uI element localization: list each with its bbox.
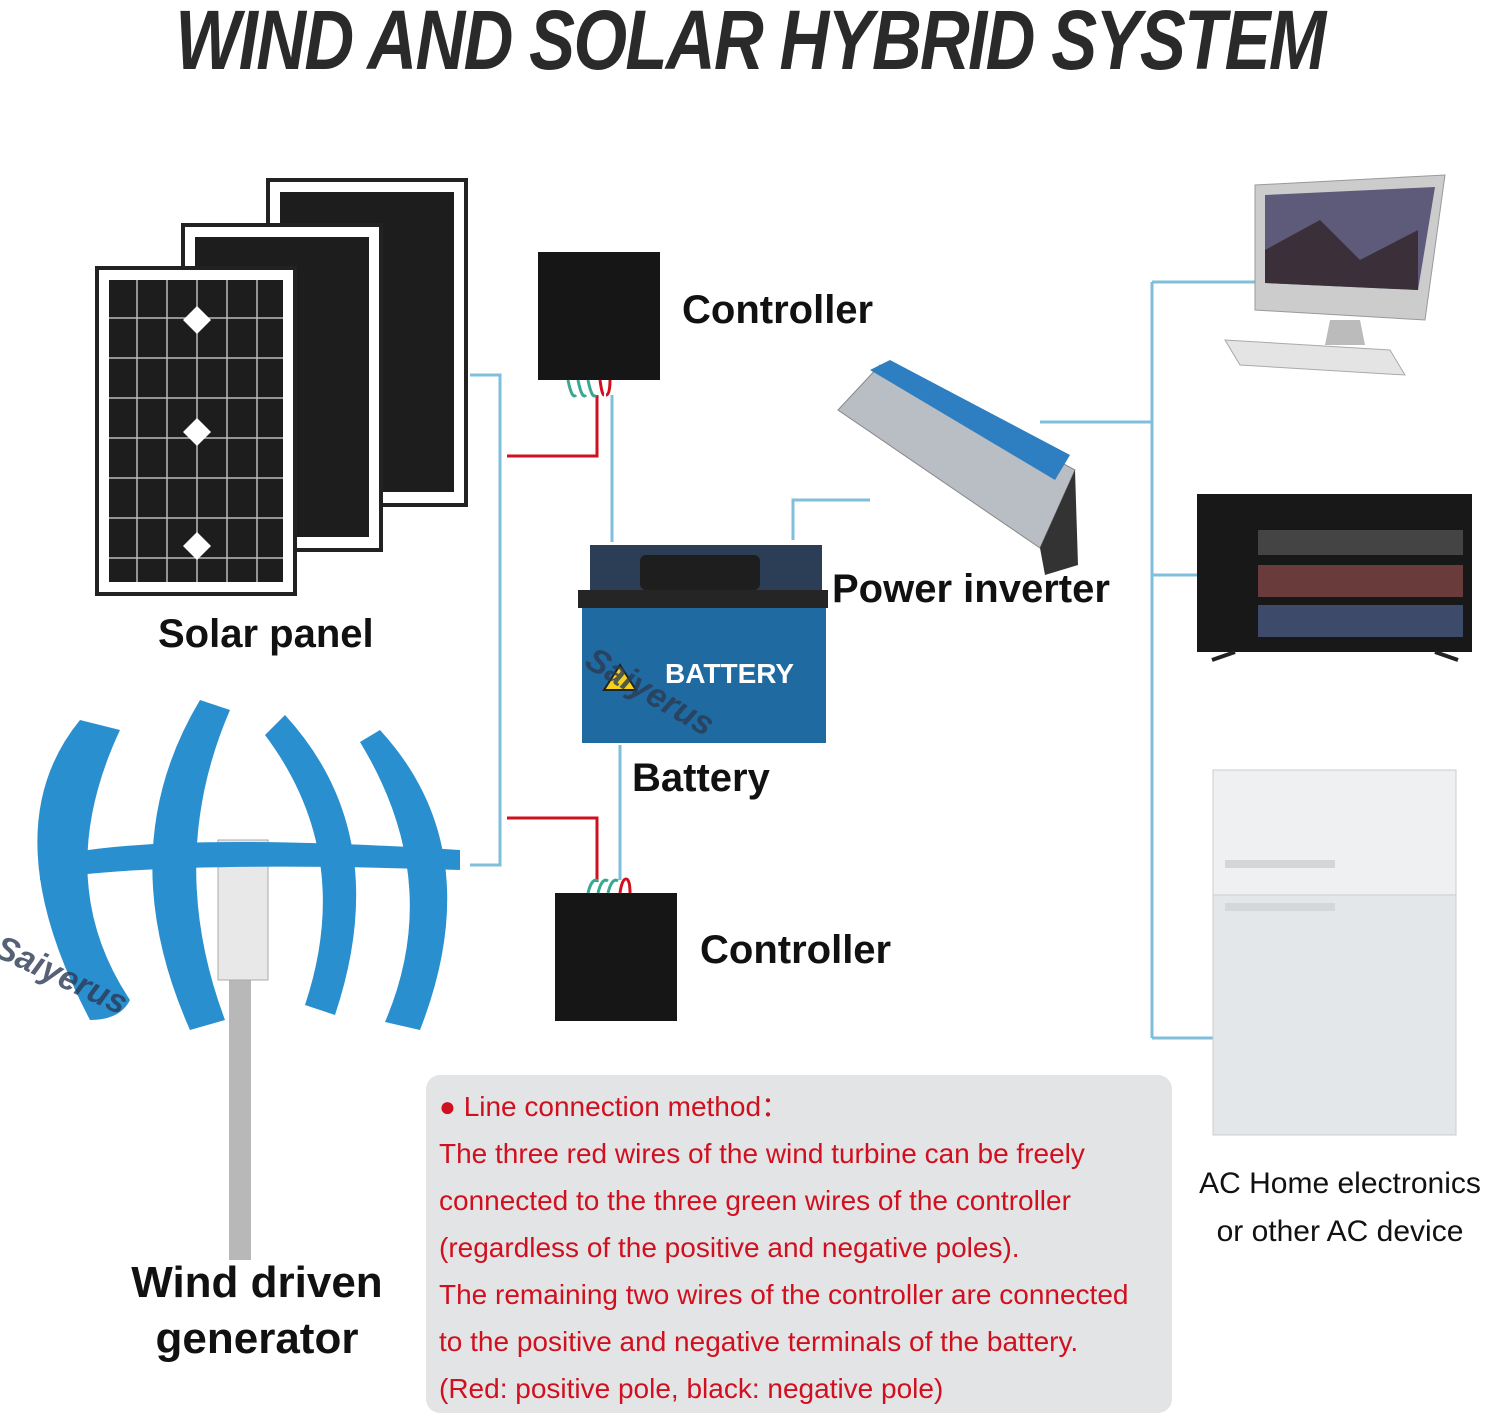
wind-turbine-image [37,700,460,1260]
ac-devices-label: AC Home electronics or other AC device [1175,1160,1500,1256]
power-inverter-image [837,360,1078,575]
controller-bottom-image [555,877,677,1021]
solar-panel-label: Solar panel [158,612,374,656]
power-inverter-label: Power inverter [832,567,1110,611]
battery-label: Battery [632,756,770,800]
ac-devices-label-line: AC Home electronics [1199,1167,1481,1200]
wind-generator-label-line: generator [155,1314,359,1363]
note-heading: ● Line connection method： [439,1091,790,1122]
wind-red-wire [507,816,599,882]
refrigerator-image [1212,769,1457,1136]
battery-image: BATTERY [578,545,828,743]
controller-bottom-label: Controller [700,928,892,972]
wind-generator-label: Wind driven generator [112,1255,402,1367]
wind-generator-label-line: Wind driven [131,1258,383,1307]
battery-inverter-wire [791,498,870,540]
note-line: The three red wires of the wind turbine … [439,1138,1085,1169]
controller-top-image [538,252,660,398]
note-line: (regardless of the positive and negative… [439,1232,1020,1263]
computer-image [1224,174,1446,376]
solar-panel-image [95,178,468,596]
solar-wire [470,373,502,867]
diagram-title: WIND AND SOLAR HYBRID SYSTEM [175,0,1326,87]
connection-note: ● Line connection method： The three red … [426,1075,1172,1413]
tv-image [1197,494,1472,662]
note-line: The remaining two wires of the controlle… [439,1279,1129,1310]
solar-red-wire [507,395,599,458]
note-line: connected to the three green wires of th… [439,1185,1071,1216]
battery-case-text: BATTERY [665,658,794,689]
ac-devices-label-line: or other AC device [1216,1215,1464,1248]
note-line: (Red: positive pole, black: negative pol… [439,1373,944,1404]
controller-top-label: Controller [682,288,874,332]
note-line: to the positive and negative terminals o… [439,1326,1079,1357]
